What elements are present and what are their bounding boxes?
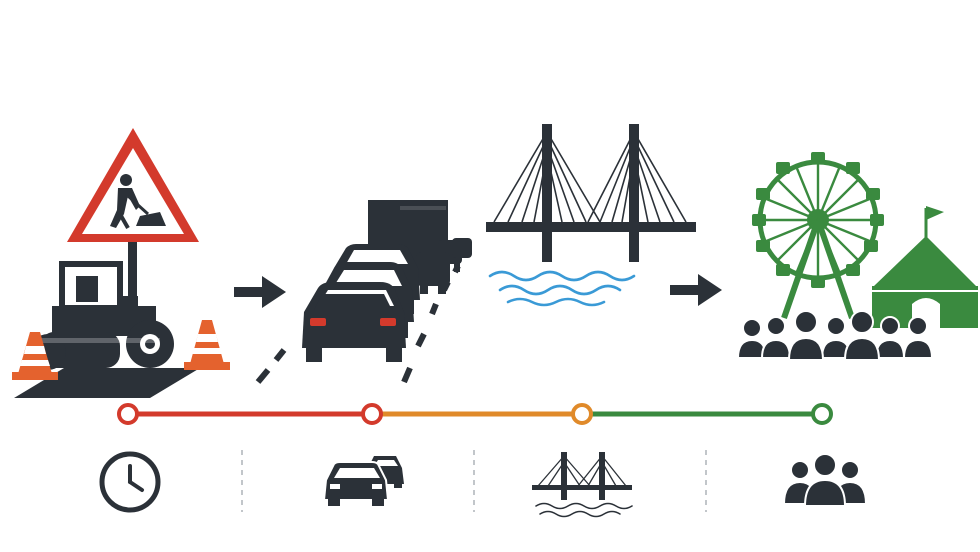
timeline-node-1: [117, 403, 139, 425]
ferris-wheel: [757, 159, 879, 319]
festival-crowd-scene: [736, 152, 978, 361]
timeline-bar: [117, 403, 833, 425]
sign-post: [128, 240, 137, 310]
water-waves: [488, 270, 636, 307]
bridge-tower-right: [629, 124, 639, 262]
timeline-node-4: [811, 403, 833, 425]
bottom-icon-row: [99, 450, 868, 518]
cars-icon: [322, 456, 404, 506]
asphalt-strip: [14, 368, 200, 398]
bridge-deck: [486, 222, 696, 232]
arrow-right-icon: [234, 276, 286, 308]
ferris-wheel-cabins: [752, 152, 884, 288]
bridge-cables: [493, 131, 687, 223]
bridge-tower-left: [542, 124, 552, 262]
timeline-node-3: [571, 403, 593, 425]
traffic-jam-scene: [255, 200, 472, 384]
crowd-icon: [782, 453, 868, 507]
road-roller: [30, 261, 174, 370]
distant-car: [416, 238, 472, 294]
bridge-icon: [532, 452, 633, 518]
arrow-right-icon: [670, 274, 722, 306]
crowd: [736, 310, 934, 361]
cable-stayed-bridge-scene: [486, 124, 696, 307]
road-work-sign: [67, 128, 199, 242]
clock-icon: [99, 451, 161, 513]
circus-tent: [872, 206, 978, 328]
traffic-cone-right: [184, 320, 230, 370]
car-front: [302, 282, 406, 362]
road-work-scene: [12, 128, 230, 398]
separator-lines: [241, 450, 707, 512]
timeline-node-2: [361, 403, 383, 425]
traffic-cone-left: [12, 332, 58, 380]
